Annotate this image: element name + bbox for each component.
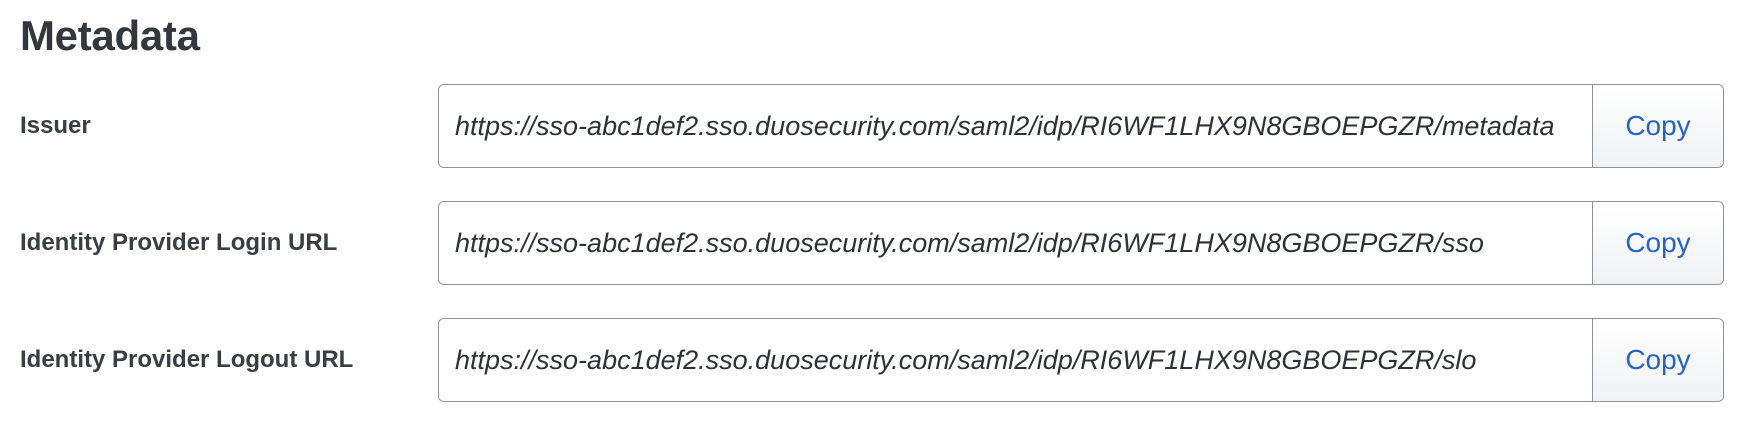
section-title: Metadata <box>20 12 200 59</box>
issuer-input-group: Copy <box>438 84 1724 168</box>
logout-url-input-group: Copy <box>438 318 1724 402</box>
issuer-field[interactable] <box>439 85 1592 167</box>
copy-login-url-button[interactable]: Copy <box>1592 202 1723 284</box>
copy-issuer-button[interactable]: Copy <box>1592 85 1723 167</box>
copy-logout-url-button[interactable]: Copy <box>1592 319 1723 401</box>
login-url-field[interactable] <box>439 202 1592 284</box>
issuer-row: Issuer Copy <box>0 84 1746 168</box>
issuer-label: Issuer <box>20 112 91 139</box>
logout-url-label: Identity Provider Logout URL <box>20 346 354 373</box>
logout-url-field[interactable] <box>439 319 1592 401</box>
login-url-label: Identity Provider Login URL <box>20 229 338 256</box>
logout-url-row: Identity Provider Logout URL Copy <box>0 318 1746 402</box>
login-url-input-group: Copy <box>438 201 1724 285</box>
login-url-row: Identity Provider Login URL Copy <box>0 201 1746 285</box>
